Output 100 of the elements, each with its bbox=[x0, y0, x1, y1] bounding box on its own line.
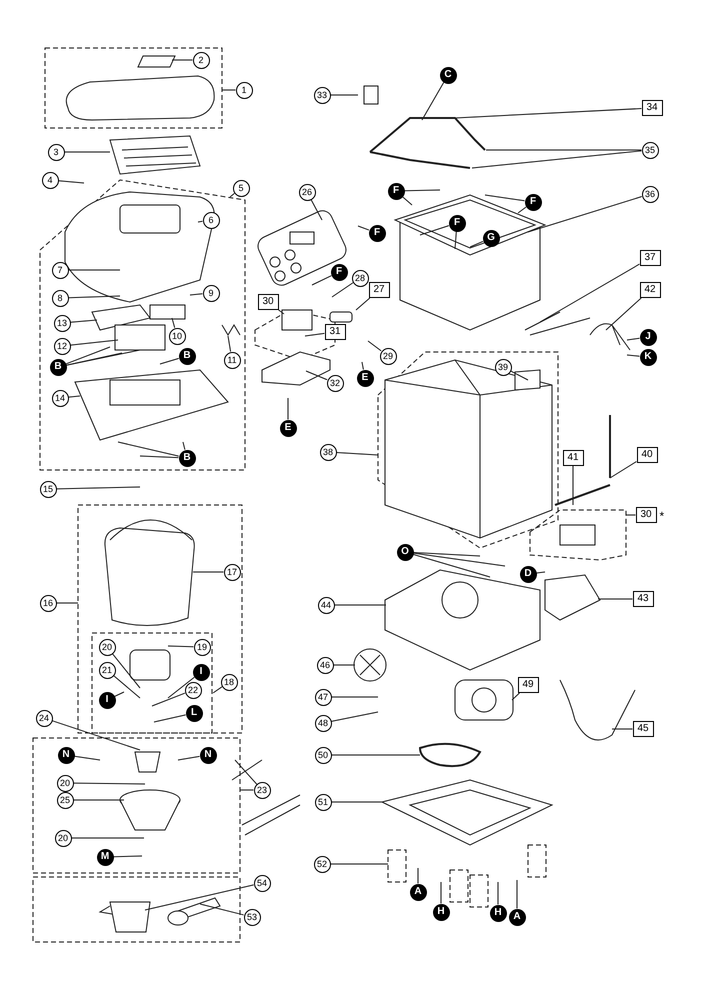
leader-line bbox=[114, 692, 124, 697]
callout-number: 26 bbox=[298, 184, 316, 200]
callout-number: 2 bbox=[192, 52, 210, 68]
callout-letter: F bbox=[368, 224, 386, 242]
callout-number: 5 bbox=[232, 180, 250, 196]
callout-letter: A bbox=[410, 884, 426, 900]
leader-line bbox=[358, 226, 370, 231]
callout-number: 28 bbox=[352, 270, 368, 286]
callout-letter: J bbox=[640, 328, 656, 346]
leader-line bbox=[512, 692, 520, 700]
callout-number: 34 bbox=[642, 100, 662, 116]
callout-letter: F bbox=[388, 182, 404, 200]
leader-line bbox=[510, 370, 528, 380]
leader-line bbox=[412, 554, 490, 578]
leader-line bbox=[626, 354, 640, 357]
callout-letter: H bbox=[490, 904, 506, 922]
leader-line bbox=[154, 714, 186, 722]
callout-number: 47 bbox=[314, 688, 332, 706]
leader-line bbox=[516, 880, 518, 909]
leader-line bbox=[73, 782, 146, 784]
callout-letter: H bbox=[432, 904, 450, 920]
leader-line bbox=[572, 466, 574, 506]
callout-number: 10 bbox=[168, 328, 186, 344]
callout-letter: B bbox=[50, 358, 66, 376]
leader-line bbox=[536, 572, 546, 574]
callout-number: 25 bbox=[56, 792, 74, 808]
leader-line bbox=[66, 350, 140, 366]
leader-line bbox=[484, 194, 526, 202]
leader-line bbox=[330, 712, 378, 722]
callout-number: 29 bbox=[380, 348, 396, 364]
leader-line bbox=[68, 296, 120, 298]
callout-number: 54 bbox=[254, 874, 270, 892]
callout-number: 11 bbox=[224, 352, 240, 368]
callout-number: 39 bbox=[494, 358, 512, 376]
leader-line bbox=[454, 108, 642, 118]
leader-line bbox=[178, 756, 200, 760]
leader-line bbox=[152, 692, 186, 706]
callout-number: 15 bbox=[40, 480, 56, 498]
leader-line bbox=[412, 552, 506, 566]
leader-line bbox=[368, 340, 382, 352]
leader-line bbox=[70, 340, 118, 346]
callout-letter: I bbox=[98, 692, 116, 708]
leader-line bbox=[612, 728, 633, 730]
callout-number: 7 bbox=[52, 262, 68, 278]
leader-line bbox=[182, 442, 186, 450]
callout-number: 44 bbox=[318, 596, 334, 614]
callout-letter: B bbox=[178, 348, 196, 364]
leader-line bbox=[402, 196, 412, 206]
leader-line bbox=[112, 653, 140, 688]
leader-line bbox=[332, 282, 354, 298]
leader-line bbox=[56, 486, 140, 490]
leader-line bbox=[306, 370, 328, 380]
leader-line bbox=[230, 192, 235, 198]
callout-number: 18 bbox=[220, 674, 238, 690]
leader-line bbox=[65, 346, 110, 364]
callout-number: 50 bbox=[314, 746, 332, 764]
leader-line bbox=[331, 696, 378, 698]
callout-number: 27 bbox=[368, 282, 390, 298]
leader-line bbox=[58, 180, 84, 184]
callout-number: 20 bbox=[98, 638, 116, 656]
callout-number: 52 bbox=[314, 856, 330, 872]
leader-line bbox=[626, 338, 640, 340]
footnote-mark: * bbox=[660, 510, 664, 522]
leader-line bbox=[330, 94, 358, 96]
leader-line bbox=[200, 904, 244, 916]
callout-number: 30 bbox=[636, 507, 656, 523]
leader-line bbox=[68, 396, 80, 398]
callout-number: 9 bbox=[202, 284, 220, 302]
leader-line bbox=[168, 676, 195, 698]
callout-number: 38 bbox=[320, 444, 336, 460]
callout-number: 19 bbox=[194, 638, 210, 656]
leader-line bbox=[626, 514, 636, 516]
leader-line bbox=[228, 336, 232, 352]
callout-letter: K bbox=[640, 348, 656, 366]
callout-letter: L bbox=[186, 704, 202, 722]
leader-line bbox=[336, 452, 378, 456]
leader-line bbox=[74, 756, 100, 760]
leader-line bbox=[334, 604, 386, 606]
callout-letter: I bbox=[192, 664, 210, 680]
callout-number: 43 bbox=[632, 591, 654, 607]
callout-number: 16 bbox=[40, 594, 56, 612]
callout-number: 4 bbox=[42, 172, 58, 188]
leader-line bbox=[212, 686, 222, 694]
callout-number: 40 bbox=[636, 447, 658, 463]
callout-number: 21 bbox=[98, 662, 116, 678]
callout-number: 46 bbox=[316, 656, 334, 674]
leader-line bbox=[404, 190, 440, 192]
callout-number: 32 bbox=[326, 374, 344, 392]
leader-line bbox=[413, 552, 480, 556]
callout-number: 31 bbox=[324, 324, 346, 340]
callout-number: 30 bbox=[258, 294, 278, 310]
callout-letter: A bbox=[508, 908, 526, 926]
leader-line bbox=[454, 230, 457, 250]
callout-number: 36 bbox=[642, 186, 658, 202]
leader-line bbox=[66, 352, 122, 366]
leader-line bbox=[198, 220, 204, 222]
callout-letter: F bbox=[330, 264, 348, 280]
callout-number: 49 bbox=[518, 677, 538, 693]
leader-line bbox=[333, 664, 356, 666]
callout-letter: F bbox=[524, 194, 542, 210]
